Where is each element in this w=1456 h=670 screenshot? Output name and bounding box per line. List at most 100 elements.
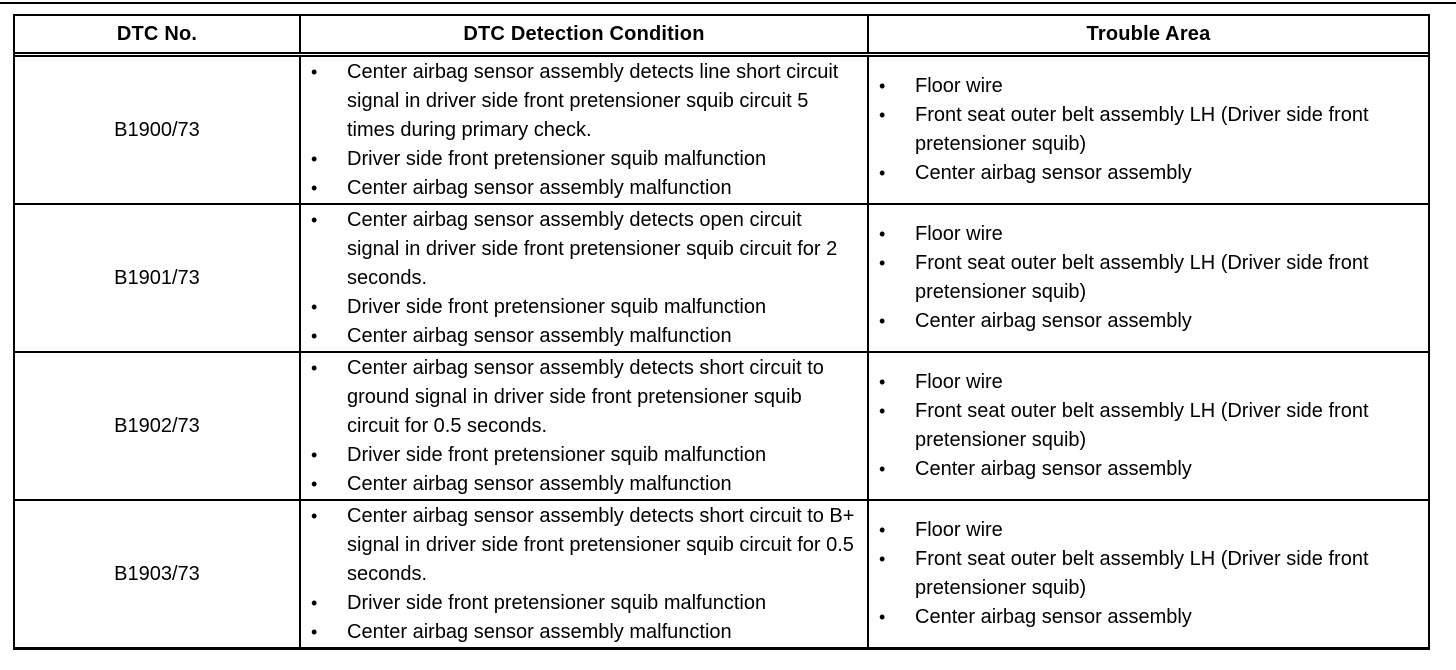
trouble-area-list: • Floor wire • Front seat outer belt ass… xyxy=(869,516,1420,632)
bullet-icon: • xyxy=(879,105,886,125)
detection-condition-list: • Center airbag sensor assembly detects … xyxy=(301,58,859,203)
list-item: • Center airbag sensor assembly malfunct… xyxy=(301,174,859,203)
list-item-text: Center airbag sensor assembly malfunctio… xyxy=(347,472,732,495)
list-item: • Driver side front pretensioner squib m… xyxy=(301,441,859,470)
list-item-text: Center airbag sensor assembly xyxy=(915,162,1192,184)
list-item: • Floor wire xyxy=(869,516,1420,545)
list-item: • Center airbag sensor assembly xyxy=(869,455,1420,484)
list-item: • Front seat outer belt assembly LH (Dri… xyxy=(869,101,1420,159)
trouble-area-list: • Floor wire • Front seat outer belt ass… xyxy=(869,72,1420,188)
bullet-icon: • xyxy=(311,325,318,346)
bullet-icon: • xyxy=(311,296,318,317)
list-item-text: Center airbag sensor assembly detects sh… xyxy=(347,504,855,585)
list-item-text: Front seat outer belt assembly LH (Drive… xyxy=(915,548,1369,599)
dtc-no-cell: B1900/73 xyxy=(15,57,299,203)
list-item: • Front seat outer belt assembly LH (Dri… xyxy=(869,545,1420,603)
list-item: • Center airbag sensor assembly detects … xyxy=(301,58,859,145)
list-item: • Driver side front pretensioner squib m… xyxy=(301,589,859,618)
bullet-icon: • xyxy=(311,505,318,526)
bullet-icon: • xyxy=(879,401,886,421)
dtc-code: B1901/73 xyxy=(114,267,200,289)
list-item-text: Center airbag sensor assembly xyxy=(915,310,1192,332)
list-item-text: Floor wire xyxy=(915,371,1003,393)
list-item-text: Driver side front pretensioner squib mal… xyxy=(347,295,767,318)
detection-condition-cell: • Center airbag sensor assembly detects … xyxy=(299,205,867,351)
bullet-icon: • xyxy=(879,163,886,183)
table-row: B1901/73 • Center airbag sensor assembly… xyxy=(15,203,1428,351)
list-item: • Front seat outer belt assembly LH (Dri… xyxy=(869,249,1420,307)
bullet-icon: • xyxy=(879,607,886,627)
list-item: • Center airbag sensor assembly malfunct… xyxy=(301,322,859,351)
table-header-row: DTC No. DTC Detection Condition Trouble … xyxy=(15,16,1428,57)
header-dtc-no: DTC No. xyxy=(116,23,198,45)
trouble-area-cell: • Floor wire • Front seat outer belt ass… xyxy=(867,57,1428,203)
bullet-icon: • xyxy=(879,253,886,273)
list-item-text: Front seat outer belt assembly LH (Drive… xyxy=(915,400,1369,451)
trouble-area-cell: • Floor wire • Front seat outer belt ass… xyxy=(867,205,1428,351)
trouble-area-list: • Floor wire • Front seat outer belt ass… xyxy=(869,220,1420,336)
trouble-area-cell: • Floor wire • Front seat outer belt ass… xyxy=(867,353,1428,499)
dtc-no-cell: B1903/73 xyxy=(15,501,299,647)
bullet-icon: • xyxy=(879,549,886,569)
list-item: • Floor wire xyxy=(869,220,1420,249)
dtc-code: B1902/73 xyxy=(114,415,200,437)
bullet-icon: • xyxy=(879,372,886,392)
dtc-code: B1903/73 xyxy=(114,563,200,585)
list-item: • Center airbag sensor assembly detects … xyxy=(301,206,859,293)
list-item-text: Center airbag sensor assembly malfunctio… xyxy=(347,620,732,643)
header-trouble-area: Trouble Area xyxy=(867,16,1428,52)
bullet-icon: • xyxy=(879,311,886,331)
trouble-area-cell: • Floor wire • Front seat outer belt ass… xyxy=(867,501,1428,647)
list-item-text: Floor wire xyxy=(915,223,1003,245)
detection-condition-list: • Center airbag sensor assembly detects … xyxy=(301,206,859,351)
list-item-text: Center airbag sensor assembly detects sh… xyxy=(347,356,824,437)
list-item-text: Center airbag sensor assembly xyxy=(915,458,1192,480)
detection-condition-cell: • Center airbag sensor assembly detects … xyxy=(299,353,867,499)
detection-condition-list: • Center airbag sensor assembly detects … xyxy=(301,354,859,499)
list-item: • Center airbag sensor assembly detects … xyxy=(301,354,859,441)
list-item: • Floor wire xyxy=(869,368,1420,397)
bullet-icon: • xyxy=(879,520,886,540)
list-item-text: Front seat outer belt assembly LH (Drive… xyxy=(915,252,1369,303)
list-item: • Driver side front pretensioner squib m… xyxy=(301,293,859,322)
list-item-text: Center airbag sensor assembly malfunctio… xyxy=(347,176,732,199)
list-item-text: Center airbag sensor assembly malfunctio… xyxy=(347,324,732,347)
bullet-icon: • xyxy=(311,444,318,465)
bullet-icon: • xyxy=(311,357,318,378)
bullet-icon: • xyxy=(311,621,318,642)
bullet-icon: • xyxy=(879,224,886,244)
list-item-text: Driver side front pretensioner squib mal… xyxy=(347,147,767,170)
list-item-text: Front seat outer belt assembly LH (Drive… xyxy=(915,104,1369,155)
table-body: B1900/73 • Center airbag sensor assembly… xyxy=(15,57,1428,647)
table-row: B1900/73 • Center airbag sensor assembly… xyxy=(15,57,1428,203)
list-item: • Center airbag sensor assembly xyxy=(869,307,1420,336)
list-item: • Center airbag sensor assembly detects … xyxy=(301,502,859,589)
detection-condition-list: • Center airbag sensor assembly detects … xyxy=(301,502,859,647)
list-item-text: Center airbag sensor assembly detects op… xyxy=(347,208,838,289)
dtc-code: B1900/73 xyxy=(114,119,200,141)
list-item: • Driver side front pretensioner squib m… xyxy=(301,145,859,174)
list-item-text: Center airbag sensor assembly detects li… xyxy=(347,60,839,141)
list-item: • Center airbag sensor assembly xyxy=(869,159,1420,188)
page-top-rule xyxy=(0,2,1456,4)
list-item-text: Floor wire xyxy=(915,75,1003,97)
dtc-table: DTC No. DTC Detection Condition Trouble … xyxy=(13,14,1430,650)
bullet-icon: • xyxy=(311,592,318,613)
detection-condition-cell: • Center airbag sensor assembly detects … xyxy=(299,501,867,647)
list-item: • Center airbag sensor assembly malfunct… xyxy=(301,470,859,499)
list-item-text: Center airbag sensor assembly xyxy=(915,606,1192,628)
trouble-area-list: • Floor wire • Front seat outer belt ass… xyxy=(869,368,1420,484)
bullet-icon: • xyxy=(879,459,886,479)
list-item-text: Floor wire xyxy=(915,519,1003,541)
dtc-no-cell: B1901/73 xyxy=(15,205,299,351)
bullet-icon: • xyxy=(311,177,318,198)
bullet-icon: • xyxy=(311,61,318,82)
header-dtc-detection-condition: DTC Detection Condition xyxy=(299,16,867,52)
bullet-icon: • xyxy=(311,148,318,169)
dtc-no-cell: B1902/73 xyxy=(15,353,299,499)
list-item: • Center airbag sensor assembly malfunct… xyxy=(301,618,859,647)
list-item-text: Driver side front pretensioner squib mal… xyxy=(347,591,767,614)
detection-condition-cell: • Center airbag sensor assembly detects … xyxy=(299,57,867,203)
list-item-text: Driver side front pretensioner squib mal… xyxy=(347,443,767,466)
